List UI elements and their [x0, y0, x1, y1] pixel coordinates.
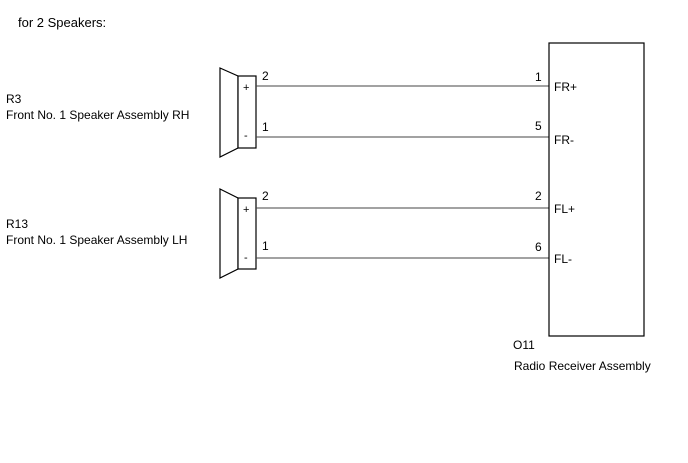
speaker-r13-code: R13 [6, 217, 28, 231]
speaker-r3-pin-plus: 2 [262, 69, 269, 83]
receiver-pin-fl-minus: 6 [535, 240, 542, 254]
receiver-name: Radio Receiver Assembly [514, 359, 651, 373]
speaker-r3: R3 Front No. 1 Speaker Assembly RH + - 2… [6, 67, 269, 158]
receiver-code: O11 [513, 338, 535, 352]
radio-receiver: 1 FR+ 5 FR- 2 FL+ 6 FL- O11 Radio Receiv… [513, 42, 651, 373]
receiver-pin-fl-plus: 2 [535, 189, 542, 203]
receiver-label-fl-minus: FL- [554, 252, 572, 266]
diagram-title: for 2 Speakers: [18, 15, 106, 30]
speaker-r3-code: R3 [6, 92, 22, 106]
speaker-r13-pin-minus: 1 [262, 239, 269, 253]
speaker-r13-name: Front No. 1 Speaker Assembly LH [6, 233, 187, 247]
speaker-r3-cone-icon [219, 67, 239, 158]
receiver-pin-fr-plus: 1 [535, 70, 542, 84]
speaker-r3-plus-label: + [243, 82, 249, 94]
speaker-r13-cone-icon [219, 188, 239, 279]
receiver-label-fr-minus: FR- [554, 133, 574, 147]
speaker-r13-terminal-block [237, 197, 257, 270]
receiver-pin-fr-minus: 5 [535, 119, 542, 133]
speaker-r13-plus-label: + [243, 204, 249, 216]
speaker-r13-minus-label: - [244, 252, 248, 264]
receiver-box [548, 42, 645, 337]
speaker-r3-terminal-block [237, 75, 257, 149]
receiver-label-fl-plus: FL+ [554, 202, 575, 216]
speaker-r3-minus-label: - [244, 130, 248, 142]
speaker-r3-pin-minus: 1 [262, 120, 269, 134]
receiver-label-fr-plus: FR+ [554, 80, 577, 94]
speaker-r3-name: Front No. 1 Speaker Assembly RH [6, 108, 189, 122]
speaker-r13-pin-plus: 2 [262, 189, 269, 203]
speaker-r13: R13 Front No. 1 Speaker Assembly LH + - … [6, 188, 269, 279]
